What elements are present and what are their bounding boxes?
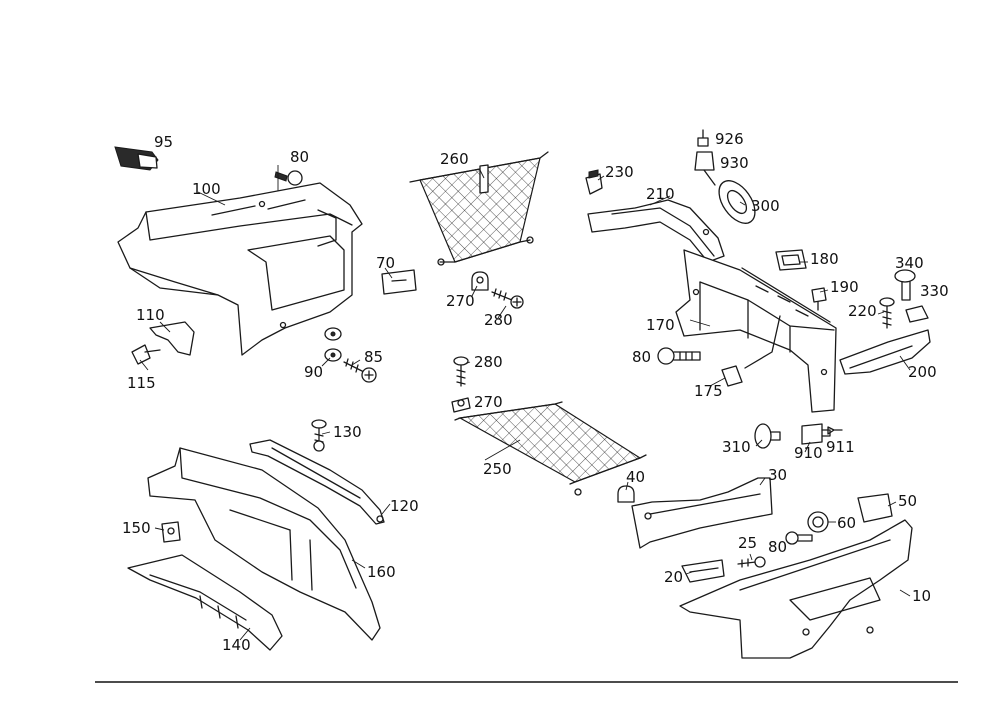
part-30-trim-panel-icon <box>631 477 773 549</box>
callout-200: 200 <box>908 363 937 381</box>
part-20-grip-icon <box>681 559 725 583</box>
part-85-screw-icon <box>343 358 377 383</box>
callout-926: 926 <box>715 130 744 148</box>
part-910-connector-icon <box>801 423 831 445</box>
callout-80: 80 <box>768 538 787 556</box>
callout-110: 110 <box>136 306 165 324</box>
part-130-screw-icon <box>311 419 327 452</box>
callout-85: 85 <box>364 348 383 366</box>
callout-250: 250 <box>483 460 512 478</box>
part-60-bushing-icon <box>807 511 829 533</box>
part-110-trim-cap-icon <box>149 321 195 356</box>
callout-25: 25 <box>738 534 757 552</box>
callout-labels: 95 80 100 110 115 70 85 90 260 270 280 2… <box>122 130 949 654</box>
part-280b-screw-icon <box>453 356 469 387</box>
part-340-bolt-icon <box>894 269 916 301</box>
part-115-fastener-icon <box>131 344 161 365</box>
part-270-net-holder-icon <box>471 271 489 291</box>
callout-90: 90 <box>304 363 323 381</box>
part-80-screw-icon <box>274 165 303 200</box>
part-180-cup-holder-icon <box>775 249 807 271</box>
part-250-floor-net-icon <box>454 401 647 496</box>
part-10-floor-panel-icon <box>679 519 913 659</box>
part-150-fastener-icon <box>161 521 181 543</box>
part-140-lower-trim-icon <box>127 554 283 651</box>
part-120-trim-rail-icon <box>249 439 385 525</box>
callout-50: 50 <box>898 492 917 510</box>
callout-280: 280 <box>474 353 503 371</box>
callout-130: 130 <box>333 423 362 441</box>
callout-280: 280 <box>484 311 513 329</box>
callout-180: 180 <box>810 250 839 268</box>
callout-260: 260 <box>440 150 469 168</box>
part-270b-net-holder-icon <box>451 397 471 413</box>
callout-230: 230 <box>605 163 634 181</box>
callout-270: 270 <box>446 292 475 310</box>
callout-911: 911 <box>826 438 855 456</box>
callout-170: 170 <box>646 316 675 334</box>
part-95-switch-icon <box>114 146 159 171</box>
callout-210: 210 <box>646 185 675 203</box>
callout-270: 270 <box>474 393 503 411</box>
part-160-sill-trim-icon <box>147 447 381 641</box>
part-926-connector-icon <box>697 129 709 147</box>
leader-lines <box>139 169 911 641</box>
part-911-pin-icon <box>827 426 843 435</box>
callout-30: 30 <box>768 466 787 484</box>
callout-95: 95 <box>154 133 173 151</box>
callout-10: 10 <box>912 587 931 605</box>
callout-300: 300 <box>751 197 780 215</box>
part-280-screw-icon <box>491 288 524 309</box>
callout-175: 175 <box>694 382 723 400</box>
callout-340: 340 <box>895 254 924 272</box>
part-930-plug-icon <box>694 151 716 186</box>
callout-160: 160 <box>367 563 396 581</box>
part-70-clip-icon <box>381 269 417 295</box>
part-310-bushing-icon <box>754 423 781 449</box>
part-220-screw-icon <box>879 297 895 329</box>
part-175-cover-icon <box>721 365 743 387</box>
part-170-bracket-frame-icon <box>675 249 837 413</box>
callout-80: 80 <box>632 348 651 366</box>
callout-120: 120 <box>390 497 419 515</box>
callout-220: 220 <box>848 302 877 320</box>
callout-930: 930 <box>720 154 749 172</box>
callout-330: 330 <box>920 282 949 300</box>
part-260-cargo-net-icon <box>409 151 549 266</box>
part-80c-bolt-icon <box>785 531 813 545</box>
callout-190: 190 <box>830 278 859 296</box>
callout-140: 140 <box>222 636 251 654</box>
part-90-washer-icon <box>324 327 342 362</box>
part-80b-bolt-icon <box>657 347 701 365</box>
callout-40: 40 <box>626 468 645 486</box>
callout-115: 115 <box>127 374 156 392</box>
part-210-crossmember-icon <box>587 199 725 263</box>
part-100-rear-trim-panel-icon <box>117 182 363 356</box>
part-25-screw-icon <box>737 556 766 568</box>
part-330-clip-icon <box>905 305 929 323</box>
part-200-trim-strip-icon <box>839 329 931 375</box>
part-300-speaker-icon <box>718 180 756 224</box>
callout-100: 100 <box>192 180 221 198</box>
callout-310: 310 <box>722 438 751 456</box>
callout-20: 20 <box>664 568 683 586</box>
callout-80: 80 <box>290 148 309 166</box>
part-50-cap-icon <box>857 493 893 523</box>
callout-150: 150 <box>122 519 151 537</box>
callout-70: 70 <box>376 254 395 272</box>
callout-910: 910 <box>794 444 823 462</box>
callout-60: 60 <box>837 514 856 532</box>
part-230-clip-icon <box>585 169 603 195</box>
